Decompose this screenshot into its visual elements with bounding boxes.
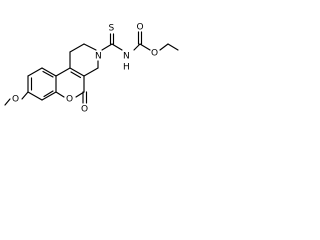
methoxy-aryl-bond bbox=[21, 91, 29, 100]
piperidine-bond-3 bbox=[83, 43, 97, 51]
atom-labels: O O O N S N H O O bbox=[12, 23, 158, 115]
benzene-bond-2 bbox=[41, 91, 57, 101]
pyranone-bond-2 bbox=[69, 67, 85, 77]
nh-carbamate-bond bbox=[133, 43, 141, 51]
benzene-bond-1 bbox=[27, 91, 43, 101]
carbamate-carbonyl-oxygen-label: O bbox=[137, 23, 144, 33]
piperidine-bond-5 bbox=[83, 67, 99, 77]
ethyl-bond-1 bbox=[159, 43, 169, 51]
piperidine-nitrogen-label: N bbox=[95, 52, 102, 62]
methoxy-methyl-bond bbox=[4, 98, 11, 106]
bond-lines bbox=[4, 31, 179, 106]
piperidine-bond-2 bbox=[69, 43, 85, 53]
chemical-structure-diagram: O O O N S N H O O bbox=[4, 23, 179, 115]
benzene-double-2 bbox=[43, 90, 54, 98]
structure-canvas: O O O N S N H O O bbox=[0, 0, 194, 125]
lactone-carbonyl-oxygen-label: O bbox=[81, 105, 88, 115]
pyranone-bond-1 bbox=[55, 67, 71, 77]
methoxy-oxygen-label: O bbox=[12, 95, 19, 105]
benzene-bond-4 bbox=[41, 67, 57, 77]
n-thiocarbonyl-bond bbox=[101, 43, 113, 51]
pyranone-bond-5 bbox=[55, 91, 65, 98]
ring-oxygen-label: O bbox=[66, 95, 73, 105]
pyranone-double bbox=[70, 71, 82, 79]
ethyl-bond-2 bbox=[167, 43, 179, 51]
benzene-double-3 bbox=[42, 70, 54, 78]
benzene-bond-5 bbox=[27, 67, 43, 77]
carbamate-ester-bond bbox=[139, 43, 151, 51]
thiocarbonyl-nh-bond bbox=[111, 43, 123, 51]
amide-hydrogen-label: H bbox=[123, 63, 130, 73]
ester-oxygen-label: O bbox=[151, 49, 158, 59]
thione-sulfur-label: S bbox=[109, 24, 115, 34]
amide-nitrogen-label: N bbox=[123, 52, 130, 62]
